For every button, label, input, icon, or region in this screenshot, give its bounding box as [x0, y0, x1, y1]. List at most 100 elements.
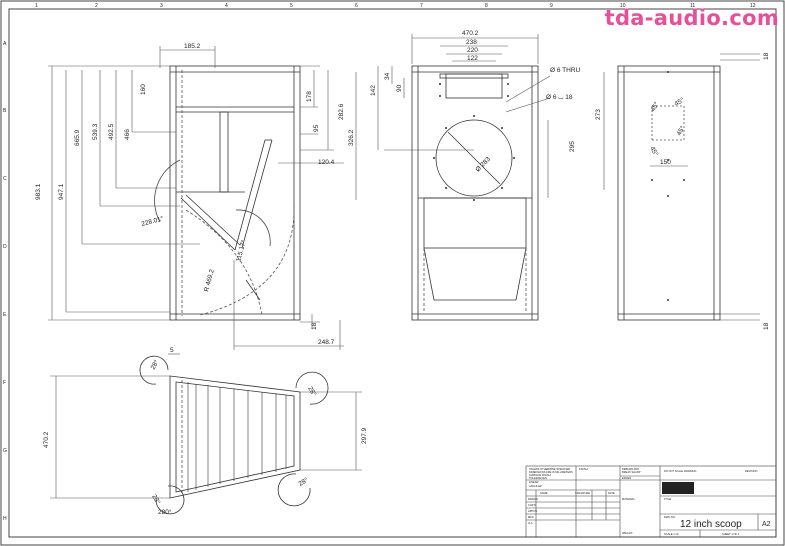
zone-row: H — [3, 516, 7, 522]
tiny-note: LINEAR: — [529, 480, 539, 484]
terminal-cutout — [445, 73, 503, 99]
dim-angle-tl: 28° — [149, 358, 161, 371]
dim-160: 160 — [140, 84, 147, 95]
side-view — [48, 46, 344, 350]
dim-220: 220 — [467, 47, 478, 54]
zone-col: 8 — [485, 3, 488, 9]
dim-angle-115: 115.17° — [234, 239, 248, 263]
dim-angle-4: 45° — [675, 124, 687, 137]
side-outline — [169, 65, 301, 321]
finish-label: FINISH: — [579, 467, 589, 471]
dim-dia-283: Ø 283 — [474, 156, 492, 174]
weight-label: WEIGHT: — [622, 531, 633, 535]
zone-col: 3 — [160, 3, 163, 9]
dim-492: 492.5 — [108, 123, 115, 140]
dim-297: 297.9 — [361, 427, 368, 444]
tiny-note: DIMENSIONS ARE IN MILLIMETERS — [529, 470, 573, 474]
dim-983: 983.1 — [35, 183, 42, 200]
dim-back-18-bot: 18 — [763, 322, 770, 330]
zone-row: G — [3, 448, 7, 454]
tiny-note: ANGULAR: — [529, 484, 543, 488]
zone-col: 6 — [355, 3, 358, 9]
zone-col: 5 — [290, 3, 293, 9]
zone-col: 7 — [420, 3, 423, 9]
tiny-note: TOLERANCES: — [529, 476, 548, 480]
dim-273: 273 — [595, 109, 602, 120]
dim-angle-3: 45° — [648, 145, 660, 158]
front-view — [355, 34, 551, 321]
zone-col: 10 — [620, 3, 626, 9]
dim-150: 150 — [660, 159, 671, 166]
zone-row: E — [3, 312, 7, 318]
dim-326: 326.2 — [348, 129, 355, 146]
dim-hole-cb: Ø 6 ⌴ 18 — [546, 94, 573, 101]
sheet-label: SHEET 1 OF 1 — [722, 532, 740, 536]
dim-angle-bot: 280° — [158, 508, 172, 516]
title-block-frame — [525, 465, 777, 538]
dim-238: 238 — [466, 39, 477, 46]
dim-angle-br: 28° — [297, 476, 310, 488]
drawing-title: 12 inch scoop — [680, 519, 742, 530]
dim-947: 947.1 — [58, 183, 65, 200]
row-label: APPV'D — [528, 509, 537, 513]
dim-34: 34 — [384, 72, 391, 80]
dim-95: 95 — [313, 124, 320, 132]
dim-665: 665.9 — [74, 129, 81, 146]
dim-radius: R 469.2 — [203, 268, 216, 292]
title-block — [525, 465, 777, 538]
dim-466: 466 — [124, 129, 131, 140]
zone-markers-top: 1 2 3 4 5 6 7 8 9 10 11 12 — [35, 3, 756, 9]
back-view-dimensions: 18 273 150 45° 45° 45° 45° 18 — [595, 52, 770, 330]
date-header: DATE — [608, 491, 615, 495]
port-opening — [423, 197, 527, 249]
zone-col: 4 — [225, 3, 228, 9]
dim-295: 295 — [569, 141, 576, 152]
zone-row: C — [3, 176, 7, 182]
watermark-logo: tda-audio.com — [604, 6, 779, 30]
zone-col: 2 — [95, 3, 98, 9]
dim-angle-1: 45° — [649, 100, 661, 113]
side-view-dimensions: 185.2 983.1 947.1 665.9 539.3 492.5 466 … — [35, 43, 345, 346]
dim-90: 90 — [396, 84, 403, 92]
revision-label: REVISION — [745, 469, 758, 473]
signature-header: SIGNATURE — [575, 491, 590, 495]
deburr-note: EDGES — [622, 476, 631, 480]
scale-label: SCALE 1:10 — [664, 532, 679, 536]
material-label: MATERIAL: — [622, 497, 636, 501]
dim-back-18-top: 18 — [763, 52, 770, 60]
back-outline — [617, 65, 721, 321]
dim-282: 282.6 — [338, 103, 345, 120]
deburr-note: BREAK SHARP — [622, 470, 641, 474]
dim-539: 539.3 — [92, 123, 99, 140]
dim-angle-bl: 28° — [150, 493, 162, 506]
title-block-text: UNLESS OTHERWISE SPECIFIED: DIMENSIONS A… — [528, 467, 758, 536]
dim-248: 248.7 — [318, 339, 335, 346]
do-not-scale: DO NOT SCALE DRAWING — [664, 469, 696, 473]
dim-18: 18 — [311, 322, 318, 330]
brand-box — [662, 482, 694, 494]
zone-markers-left: A B C D E F G H — [3, 41, 7, 522]
dim-hole-thru: Ø 6 THRU — [550, 67, 581, 74]
dwg-no-label: DWG NO. — [664, 515, 676, 519]
zone-col: 11 — [690, 3, 695, 9]
zone-row: F — [3, 380, 6, 386]
woofer-cutout — [435, 119, 513, 197]
dim-angle-228: 228.01° — [140, 214, 164, 228]
back-view — [603, 53, 760, 321]
zone-row: B — [3, 108, 7, 114]
zone-col: 9 — [550, 3, 553, 9]
front-view-dimensions: 470.2 238 220 122 34 142 90 326.2 Ø 6 TH… — [348, 30, 581, 173]
title-label: TITLE: — [664, 497, 672, 501]
name-header: NAME — [540, 491, 548, 495]
dim-142: 142 — [370, 85, 377, 96]
zone-col: 12 — [750, 3, 756, 9]
dim-angle-2: 45° — [673, 96, 686, 108]
zone-col: 1 — [35, 3, 38, 9]
row-label: DRAWN — [528, 497, 538, 501]
dim-top-width: 185.2 — [184, 43, 201, 50]
deburr-note: DEBURR AND — [622, 467, 639, 471]
dim-top-5: 5 — [170, 347, 174, 354]
zone-row: D — [3, 244, 7, 250]
